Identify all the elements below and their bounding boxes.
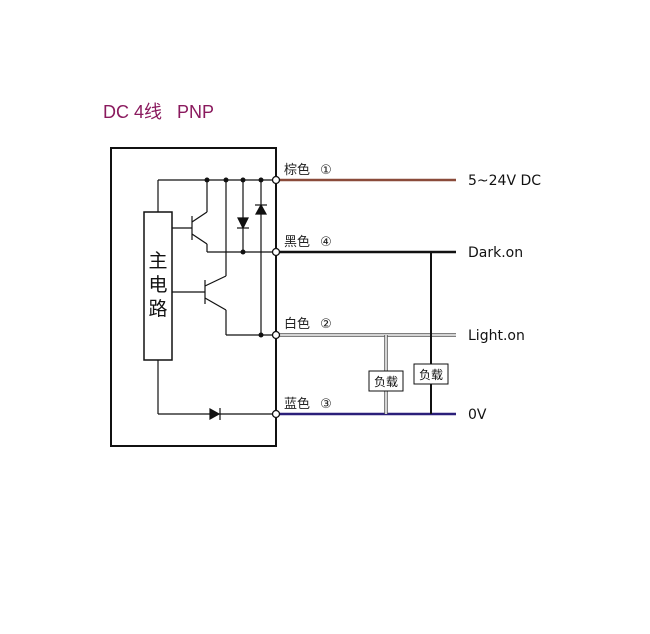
load-light-on: 负载 xyxy=(368,335,404,414)
terminal-black xyxy=(271,247,281,257)
main-block-char-1: 主 xyxy=(148,250,167,272)
sensor-housing xyxy=(110,147,277,447)
diode-icon xyxy=(237,217,249,230)
load-dark-on: 负载 xyxy=(413,252,449,414)
wire-label-white-text: 白色 xyxy=(284,316,310,332)
wire-label-white: 白色 ② xyxy=(284,316,332,332)
diode-icon xyxy=(254,203,268,215)
wire-label-blue-num: ③ xyxy=(320,397,332,412)
signal-label-dark-on: Dark.on xyxy=(468,245,523,261)
wire-label-blue-text: 蓝色 xyxy=(284,396,310,412)
junction-dots xyxy=(204,177,264,338)
main-block-char-2: 电 xyxy=(148,274,167,296)
wire-label-white-num: ② xyxy=(320,317,332,332)
wire-label-brown-num: ① xyxy=(320,163,332,178)
terminal-brown xyxy=(271,175,281,185)
main-block-char-3: 路 xyxy=(148,298,167,320)
diode-icon xyxy=(209,407,221,421)
terminal-white xyxy=(271,330,281,340)
terminal-blue xyxy=(271,409,281,419)
wire-label-brown: 棕色 ① xyxy=(284,162,332,178)
main-circuit-block xyxy=(143,211,173,361)
wire-label-blue: 蓝色 ③ xyxy=(284,396,332,412)
wire-label-black: 黑色 ④ xyxy=(284,234,332,250)
wire-label-black-num: ④ xyxy=(320,235,332,250)
signal-label-supply: 5~24V DC xyxy=(468,173,541,189)
signal-label-0v: 0V xyxy=(468,407,487,423)
signal-label-light-on: Light.on xyxy=(468,328,525,344)
load-label-2: 负载 xyxy=(419,368,443,382)
wire-label-brown-text: 棕色 xyxy=(284,162,310,178)
wire-label-black-text: 黑色 xyxy=(284,234,310,250)
load-label-1: 负载 xyxy=(374,375,398,389)
internal-circuit xyxy=(157,179,276,415)
terminals xyxy=(271,175,281,419)
diagram-title: DC 4线 PNP xyxy=(103,102,214,122)
